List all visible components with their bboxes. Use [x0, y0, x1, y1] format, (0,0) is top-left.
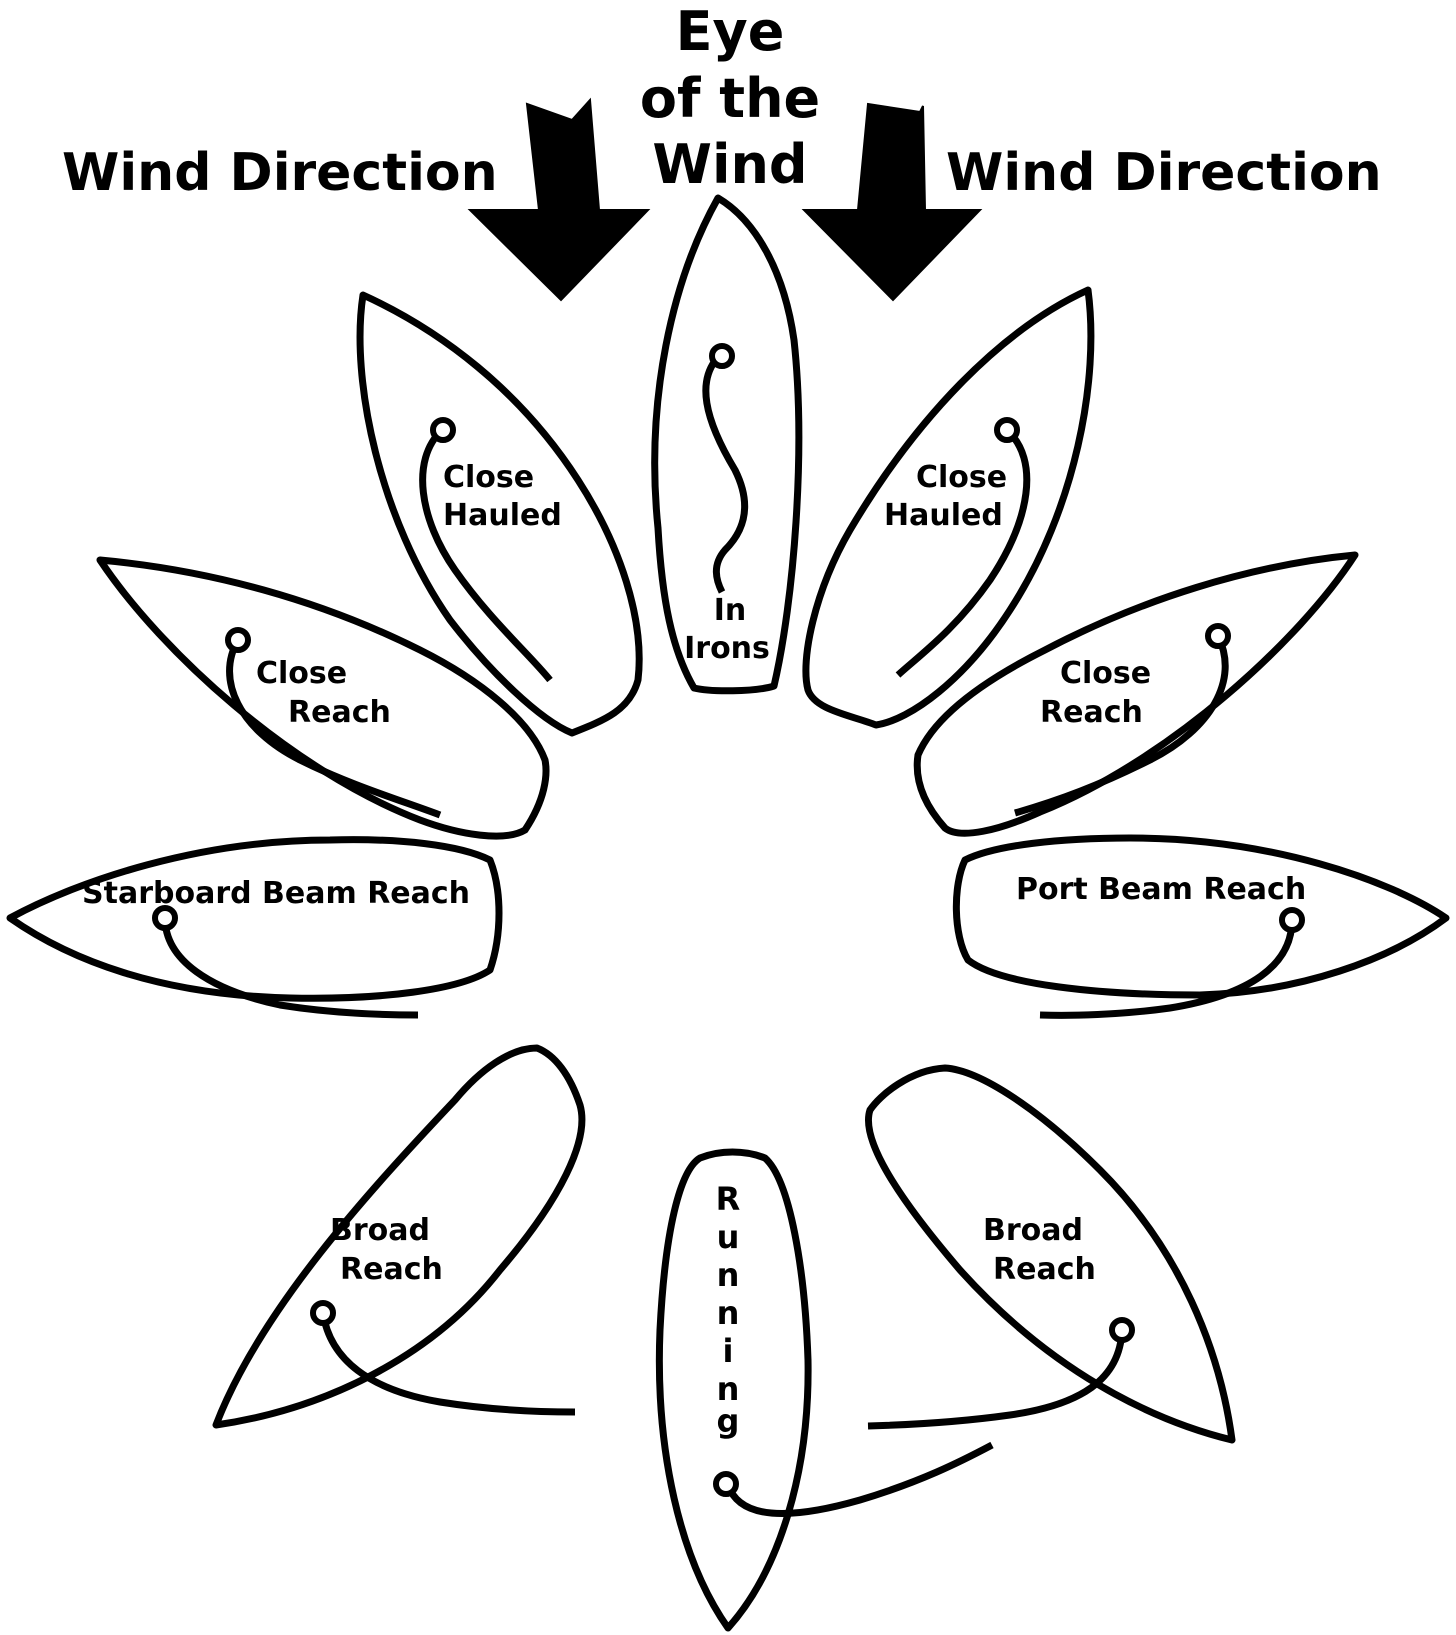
- label-close-hauled-right-line1: Close: [916, 460, 1007, 495]
- label-running: R u n n i n g: [716, 1180, 741, 1440]
- label-close-hauled-right-line2: Hauled: [884, 498, 1003, 533]
- label-running-letter: n: [717, 1256, 740, 1294]
- sail-port-beam-reach: [1040, 920, 1292, 1015]
- mast-broad-reach-left-icon: [313, 1303, 333, 1323]
- label-close-reach-right-line2: Reach: [1040, 695, 1143, 730]
- boat-broad-reach-left: Broad Reach: [216, 1048, 582, 1425]
- sail-running: [728, 1445, 992, 1514]
- boat-in-irons: In Irons: [655, 198, 799, 691]
- mast-broad-reach-right-icon: [1112, 1320, 1132, 1340]
- label-port-beam-reach: Port Beam Reach: [1016, 872, 1306, 907]
- label-broad-reach-right-line2: Reach: [993, 1252, 1096, 1287]
- label-running-letter: R: [716, 1180, 741, 1218]
- mast-starboard-beam-reach-icon: [155, 908, 175, 928]
- label-broad-reach-left-line2: Reach: [340, 1252, 443, 1287]
- hull-port-beam-reach: [956, 838, 1446, 995]
- label-in-irons-line2: Irons: [684, 631, 770, 666]
- label-close-reach-left-line1: Close: [256, 656, 347, 691]
- label-starboard-beam-reach: Starboard Beam Reach: [82, 876, 470, 911]
- label-in-irons-line1: In: [714, 593, 747, 628]
- hull-starboard-beam-reach: [10, 840, 499, 999]
- label-close-hauled-left-line2: Hauled: [443, 498, 562, 533]
- boat-port-beam-reach: Port Beam Reach: [956, 838, 1446, 1015]
- boat-broad-reach-right: Broad Reach: [868, 1068, 1232, 1440]
- mast-in-irons-icon: [712, 346, 732, 366]
- mast-close-reach-right-icon: [1208, 626, 1228, 646]
- eye-of-the-wind-label-line2: of the: [640, 67, 820, 130]
- label-running-letter: g: [717, 1402, 740, 1440]
- wind-direction-label-left: Wind Direction: [62, 143, 498, 203]
- mast-running-icon: [716, 1474, 736, 1494]
- eye-of-the-wind-label-line3: Wind: [652, 133, 807, 196]
- eye-of-the-wind-label-line1: Eye: [676, 0, 785, 63]
- mast-close-hauled-left-icon: [433, 420, 453, 440]
- label-broad-reach-left-line1: Broad: [330, 1213, 430, 1248]
- boat-starboard-beam-reach: Starboard Beam Reach: [10, 840, 499, 1015]
- mast-close-reach-left-icon: [228, 630, 248, 650]
- label-running-letter: u: [717, 1218, 740, 1256]
- label-close-reach-left-line2: Reach: [288, 695, 391, 730]
- boat-running: R u n n i n g: [659, 1152, 992, 1628]
- boat-close-reach-right: Close Reach: [917, 555, 1355, 833]
- label-close-hauled-left-line1: Close: [443, 460, 534, 495]
- label-close-reach-right-line1: Close: [1060, 656, 1151, 691]
- label-broad-reach-right-line1: Broad: [983, 1213, 1083, 1248]
- boat-close-hauled-left: Close Hauled: [360, 295, 639, 733]
- wind-direction-label-right: Wind Direction: [946, 143, 1382, 203]
- mast-port-beam-reach-icon: [1282, 910, 1302, 930]
- mast-close-hauled-right-icon: [997, 420, 1017, 440]
- label-running-letter: n: [717, 1294, 740, 1332]
- label-running-letter: i: [723, 1332, 734, 1370]
- boat-close-hauled-right: Close Hauled: [806, 290, 1091, 725]
- sail-in-irons: [706, 355, 745, 592]
